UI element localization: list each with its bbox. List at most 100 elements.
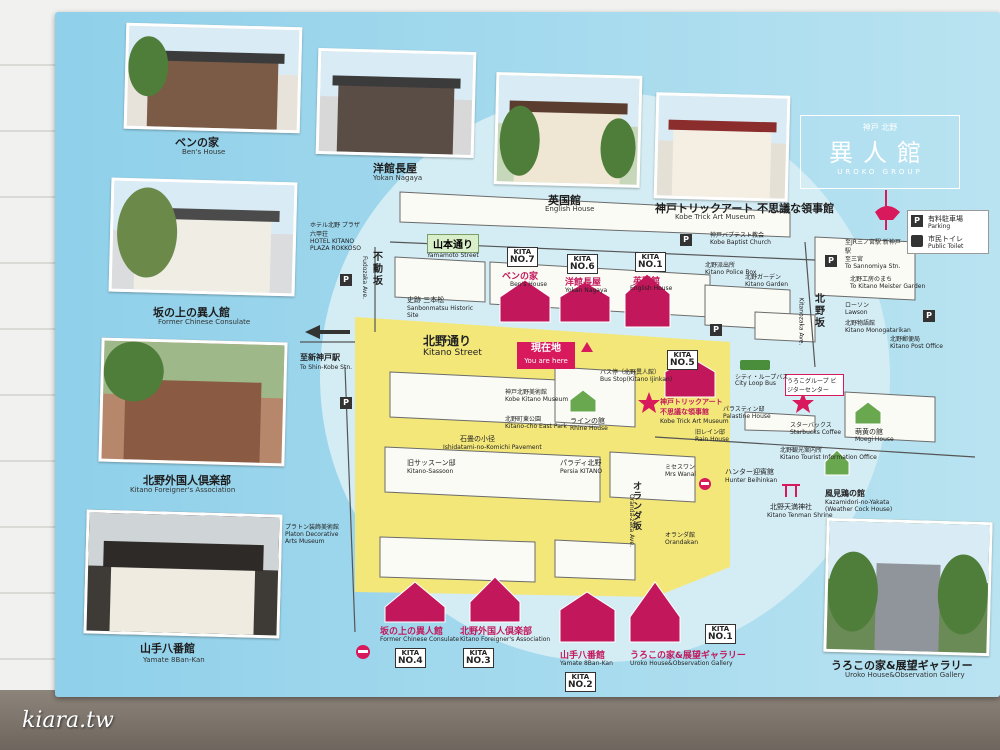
street-fudozaka-en: Fudozaka Ave. — [361, 255, 369, 300]
label-city-loop-en: City Loop Bus — [735, 380, 777, 387]
legend-parking-en: Parking — [928, 223, 951, 230]
label-tenman-en: Kitano Tenman Shrine — [767, 512, 833, 519]
label-rhine: ラインの館 — [570, 417, 605, 425]
label-kitano-monogatari: 北野物語館 — [845, 320, 876, 327]
label-moegi-en: Moegi House — [855, 436, 894, 443]
torii-icon — [782, 484, 800, 497]
label-platon: プラトン装飾美術館 — [285, 524, 340, 531]
caption-bens-en: Ben's House — [182, 148, 226, 156]
caption-uroko-en: Uroko House&Observation Gallery — [845, 671, 965, 679]
caption-foreigners-en: Kitano Foreigner's Association — [130, 486, 236, 494]
block-d — [814, 236, 916, 301]
label-kitano-tourist: 北野観光案内所 — [780, 447, 823, 454]
label-mishima-en: Mrs Wanal — [665, 471, 697, 478]
map-graphic — [300, 92, 976, 662]
map-board: ベンの家 Ben's House 洋館長屋 Yokan Nagaya 英国館 E… — [55, 12, 1000, 697]
caption-trick-en: Kobe Trick Art Museum — [675, 213, 756, 221]
label-kobe-bapt-en: Kobe Baptist Church — [710, 239, 771, 246]
here-pin — [581, 342, 593, 352]
label-paragon-en: Palastine House — [723, 413, 771, 420]
label-tenman: 北野天満神社 — [770, 503, 812, 511]
photo-bens-house — [123, 22, 303, 134]
caption-yokan-ja: 洋館長屋 — [373, 162, 417, 175]
road-west — [344, 366, 356, 633]
street-kitano-en: Kitano Street — [423, 348, 482, 358]
label-hunter-en: Hunter Beihinkan — [725, 477, 778, 484]
block-h — [379, 536, 536, 583]
label-kitano-post-en: Kitano Post Office — [890, 343, 943, 350]
parking-icon-1: P — [340, 274, 352, 286]
label-persia-en: Persia KITANO — [560, 468, 603, 475]
label-kitano-police: 北野派出所 — [705, 262, 736, 269]
label-hunter: ハンター迎賓館 — [725, 468, 774, 476]
caption-yamate-ja: 山手八番館 — [140, 642, 195, 655]
label-sanbon-station: 至JR三ノ宮駅 新神戸駅 — [845, 239, 901, 255]
legend-box: P 有料駐車場 Parking 市民トイレ Public Toilet — [907, 210, 989, 254]
label-kobe-bapt: 神戸バプテスト教会 — [710, 232, 765, 239]
label-hotel-en: HOTEL KITANO PLAZA ROKKOSO — [310, 238, 362, 252]
photo-english-house — [493, 72, 643, 188]
arrow-shinkobe — [305, 325, 320, 339]
label-hotel: ホテル北野 プラザ六甲荘 — [310, 222, 360, 238]
caption-english-ja: 英国館 — [548, 194, 581, 207]
block-a — [394, 256, 486, 303]
label-yokan: 洋館長屋 — [565, 278, 602, 288]
label-kitano-garden: 北野ガーデン — [745, 274, 782, 281]
caption-english-en: English House — [545, 205, 595, 213]
road-kitanozaka — [804, 241, 816, 368]
label-kitano-tourist-en: Kitano Tourist Information Office — [780, 454, 877, 461]
label-sassoon: 旧サッスーン邸 — [407, 459, 456, 467]
label-saki: 坂の上の異人館 — [380, 627, 444, 637]
block-e — [389, 371, 601, 428]
street-yamamoto: 山本通り — [427, 234, 479, 253]
label-bus-stop: バス停（北野異人館） — [600, 369, 661, 376]
label-trick: 神戸トリックアート 不思議な領事館 — [660, 398, 723, 416]
label-sassoon-en: Kitano-Sassoon — [407, 468, 454, 475]
label-yamate-en: Yamate 8Ban-Kan — [560, 660, 613, 667]
label-saki-en: Former Chinese Consulate — [380, 636, 460, 643]
road-east — [654, 436, 976, 458]
caption-uroko-ja: うろこの家&展望ギャラリー — [831, 659, 973, 672]
label-kitano-museum-en: Kobe Kitano Museum — [505, 396, 569, 403]
label-ishidatami: 石畳の小径 — [460, 435, 495, 443]
star-trick-art — [638, 392, 660, 413]
label-ishidatami-en: Ishidatami-no-Komichi Pavement — [443, 444, 542, 451]
caption-chinese-ja: 坂の上の異人館 — [153, 306, 230, 319]
legend-toilet-en: Public Toilet — [928, 243, 964, 250]
photo-foreigners-assoc — [98, 337, 288, 467]
photo-trick-art — [653, 92, 791, 202]
caption-bens-ja: ベンの家 — [175, 136, 219, 149]
street-kitanozaka: 北野坂 — [815, 294, 825, 329]
block-m — [754, 311, 816, 343]
label-trick-en: Kobe Trick Art Museum — [660, 418, 729, 425]
label-chikamaru-en: To Kitano Meister Garden — [850, 283, 926, 290]
label-moegi: 萌黄の館 — [855, 428, 883, 436]
caption-chinese-en: Former Chinese Consulate — [158, 318, 251, 326]
weathercock-icon — [875, 190, 900, 230]
label-yokan-en: Yokan Nagaya — [565, 287, 608, 294]
label-mishima: ミセスワン — [665, 464, 696, 471]
star-uroko-center — [792, 392, 814, 413]
street-oranda-en: Oranda-zaka Ave. — [628, 493, 636, 548]
street-oranda: オランダ坂 — [633, 482, 643, 532]
label-bens: ベンの家 — [502, 272, 539, 282]
label-eikoku-en: English House — [630, 285, 673, 292]
label-sannomiya-en: To Sannomiya Stn. — [845, 263, 901, 270]
label-sanbon: 史跡 三本松 — [407, 296, 445, 304]
label-park: 北野町東公園 — [505, 416, 542, 423]
label-bens-en: Ben's House — [510, 281, 548, 288]
label-sannomiya: 至三宮 — [845, 256, 864, 263]
title-sub: UROKO GROUP — [837, 168, 923, 176]
label-eikoku: 英国館 — [633, 277, 661, 287]
caption-yokan-en: Yokan Nagaya — [373, 174, 423, 182]
label-uroko: うろこの家&展望ギャラリー — [630, 651, 746, 661]
label-lawson-en: Lawson — [845, 309, 868, 316]
label-city-loop: シティ・ループバス — [735, 374, 789, 381]
caption-yamate-en: Yamate 8Ban-Kan — [143, 656, 205, 664]
street-yamamoto-en: Yamamoto Street — [427, 252, 479, 259]
label-gaikoku-en: Kitano Foreigner's Association — [460, 636, 551, 643]
